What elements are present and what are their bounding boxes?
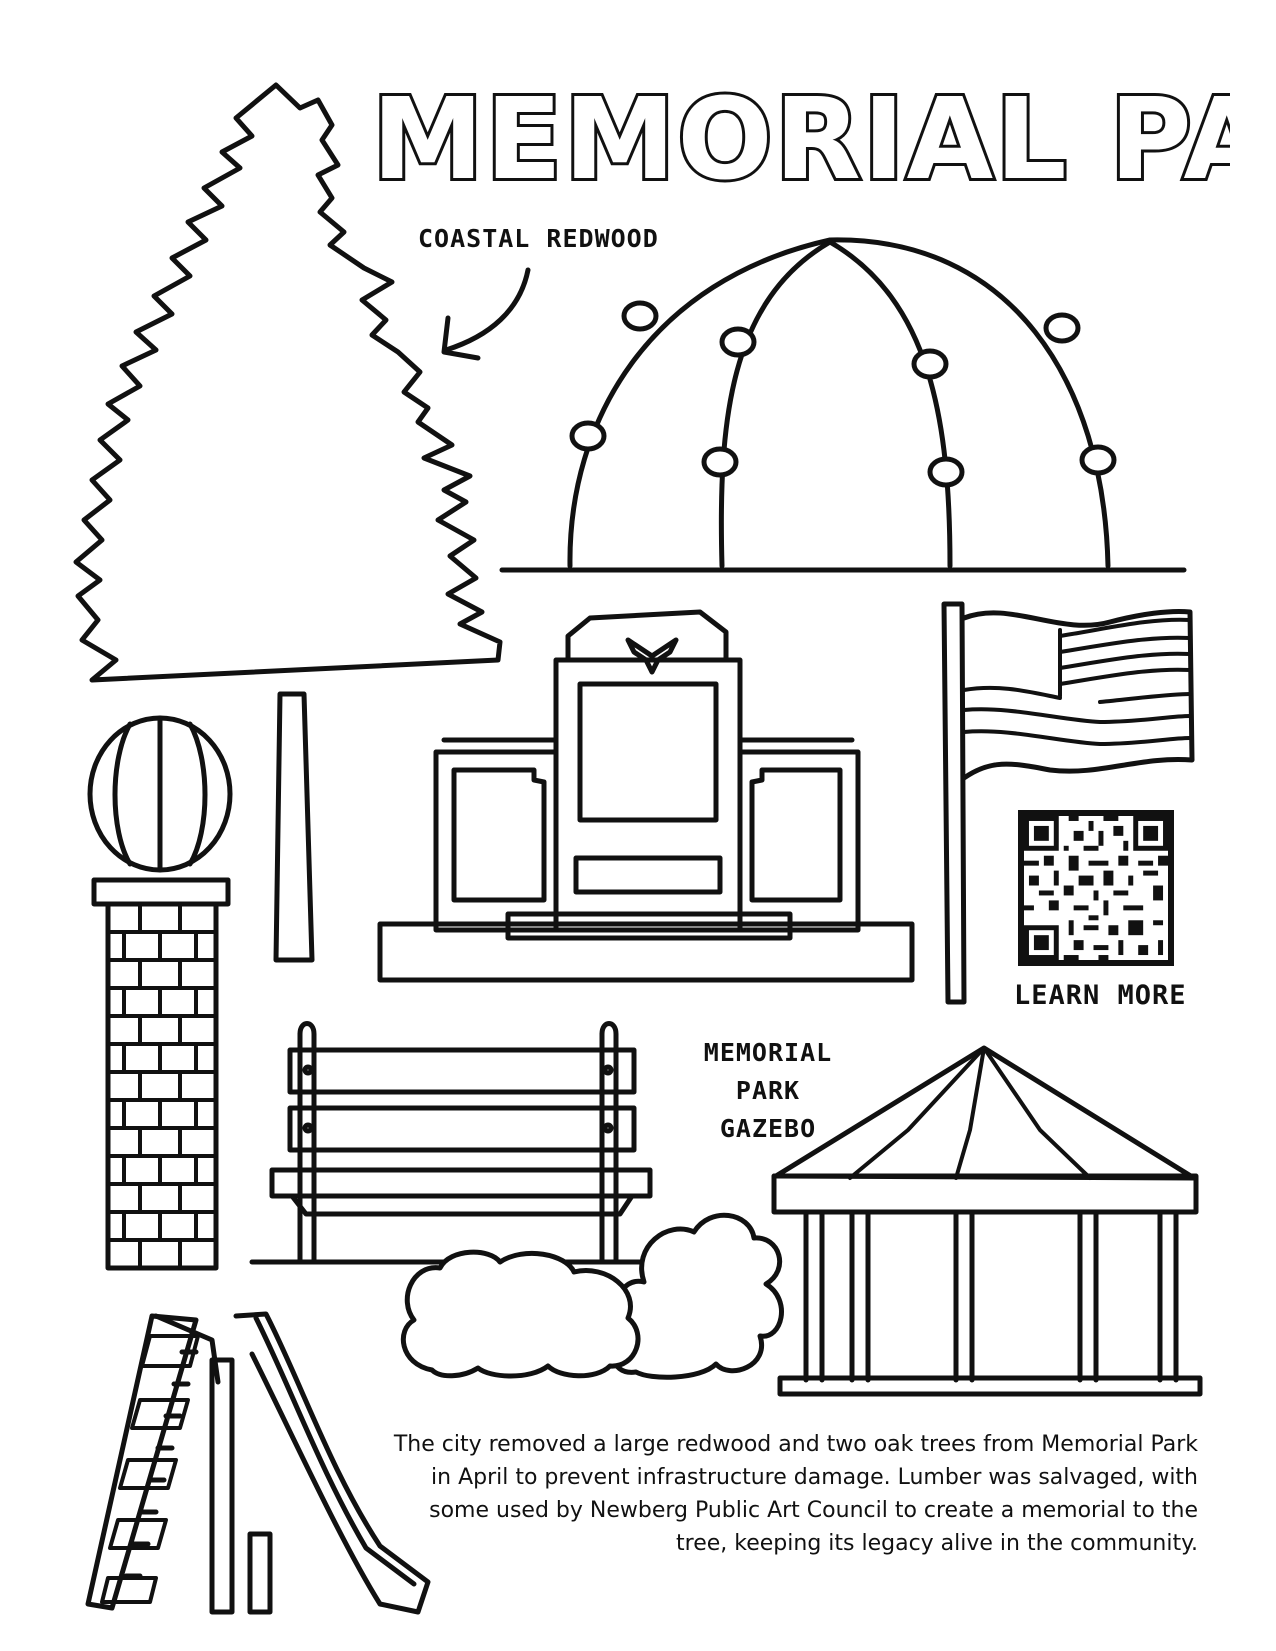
caption-text: The city removed a large redwood and two… [393, 1432, 1198, 1556]
bench-illustration [249, 1021, 693, 1265]
slide-illustration [85, 1311, 431, 1615]
svg-text:MEMORIAL PARK: MEMORIAL PARK [372, 75, 1230, 200]
gazebo-illustration [771, 1045, 1203, 1397]
redwood-label: COASTAL REDWOOD [418, 224, 659, 253]
qr-code[interactable] [1018, 810, 1174, 966]
lamp-post-illustration [87, 715, 233, 1271]
memorial-monument-illustration [377, 609, 915, 983]
dome-illustration [499, 237, 1187, 573]
gazebo-label-line2: GAZEBO [719, 1114, 817, 1143]
arrow-icon [441, 267, 531, 361]
flag-illustration [941, 601, 1195, 1005]
gazebo-label-line1: MEMORIAL PARK [703, 1038, 833, 1105]
learn-more-link[interactable]: LEARN MORE [1014, 980, 1187, 1011]
page-title: MEMORIAL PARK [370, 72, 1230, 200]
gazebo-label: MEMORIAL PARK GAZEBO [668, 1034, 868, 1148]
qr-code-icon [1024, 816, 1168, 960]
redwood-tree-illustration [73, 82, 503, 963]
bushes-illustration [400, 1212, 784, 1380]
